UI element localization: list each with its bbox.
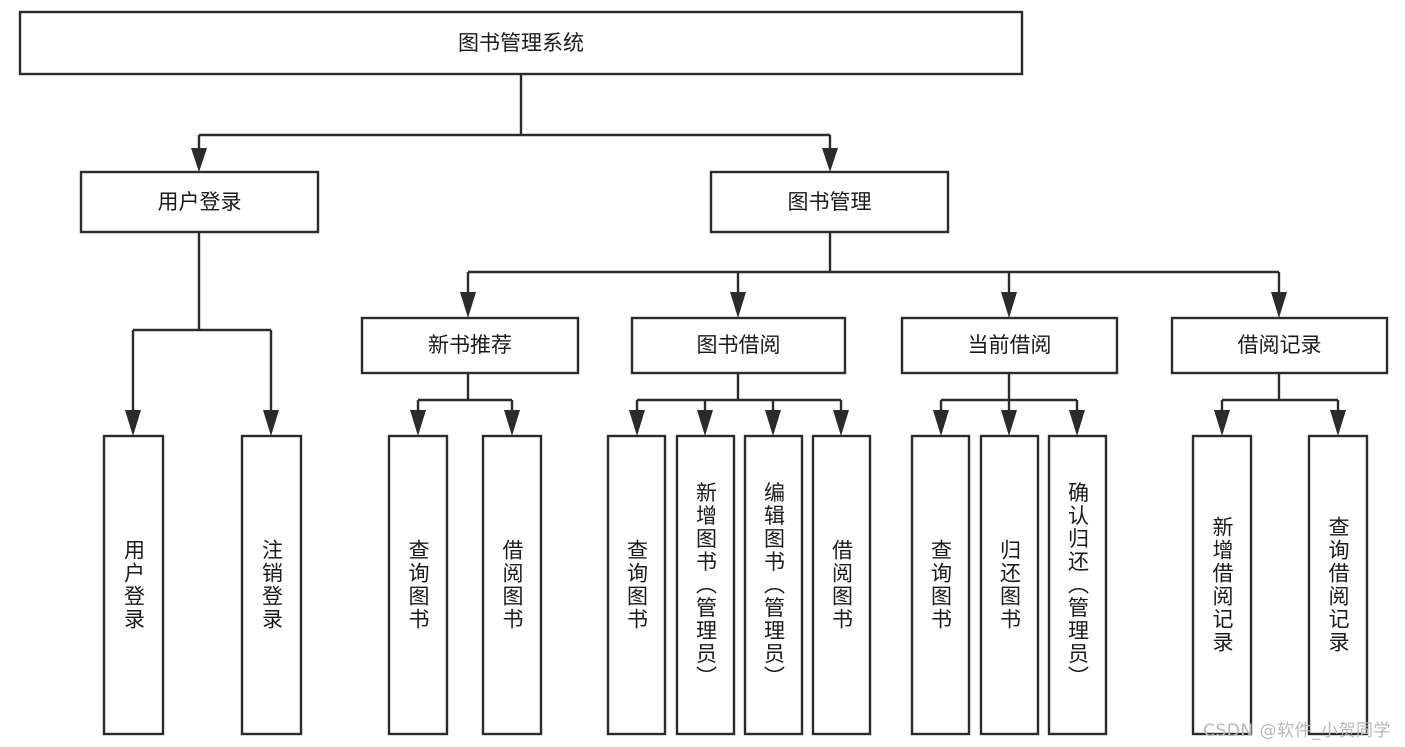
connector-group-new-book-leaves — [410, 373, 520, 436]
arrow-head-leaf-bb-edit — [765, 410, 781, 436]
leaf-node-br-query-record[interactable]: 查询借阅记录 — [1307, 434, 1369, 736]
arrow-head-leaf-cb-confirm — [1069, 410, 1085, 436]
node-book-management[interactable]: 图书管理 — [709, 170, 950, 234]
leaf-nb-query-book-box[interactable] — [387, 434, 449, 736]
node-book-borrow[interactable]: 图书借阅 — [630, 316, 847, 375]
arrow-head-borrow-record — [1271, 292, 1287, 318]
arrow-head-current-borrow — [1001, 292, 1017, 318]
arrow-head-new-book-recommend — [460, 292, 476, 318]
arrow-head-leaf-user-login — [125, 410, 141, 436]
node-root-label: 图书管理系统 — [458, 31, 584, 55]
leaf-logout-label: 注销登录 — [260, 539, 284, 631]
leaf-br-query-record-label: 查询借阅记录 — [1326, 516, 1350, 654]
node-current-borrow[interactable]: 当前借阅 — [900, 316, 1119, 375]
node-borrow-record-label: 借阅记录 — [1238, 333, 1322, 357]
node-new-book-recommend-box[interactable] — [360, 316, 580, 375]
arrow-head-leaf-cb-return — [1001, 410, 1017, 436]
leaf-node-br-add-record[interactable]: 新增借阅记录 — [1191, 434, 1253, 736]
leaf-node-bb-edit-book[interactable]: 编辑图书（管理员） — [743, 434, 804, 736]
leaf-bb-query-book-label: 查询图书 — [625, 539, 649, 631]
arrow-head-book-borrow — [730, 292, 746, 318]
leaf-bb-query-book-box[interactable] — [606, 434, 667, 736]
leaf-br-add-record-label: 新增借阅记录 — [1210, 516, 1234, 654]
leaf-bb-borrow-book-box[interactable] — [811, 434, 872, 736]
arrow-head-book-manage — [822, 148, 838, 172]
leaf-nb-borrow-book-label: 借阅图书 — [500, 539, 524, 631]
arrow-head-leaf-br-add — [1214, 410, 1230, 436]
node-new-book-recommend[interactable]: 新书推荐 — [360, 316, 580, 375]
node-root-book-management-system[interactable]: 图书管理系统 — [18, 10, 1024, 76]
arrow-head-leaf-nb-borrow — [504, 410, 520, 436]
node-root-box[interactable] — [18, 10, 1024, 76]
leaf-node-bb-query-book[interactable]: 查询图书 — [606, 434, 667, 736]
node-user-login[interactable]: 用户登录 — [79, 170, 320, 234]
leaf-br-query-record-box[interactable] — [1307, 434, 1369, 736]
node-book-management-label: 图书管理 — [788, 190, 872, 214]
node-borrow-record[interactable]: 借阅记录 — [1170, 316, 1389, 375]
arrow-head-leaf-nb-query — [410, 410, 426, 436]
leaf-cb-query-book-box[interactable] — [910, 434, 971, 736]
node-user-login-label: 用户登录 — [158, 190, 242, 214]
leaf-node-cb-return-book[interactable]: 归还图书 — [979, 434, 1040, 736]
node-book-borrow-label: 图书借阅 — [697, 333, 781, 357]
leaf-bb-edit-book-label: 编辑图书（管理员） — [762, 482, 786, 689]
leaf-node-cb-query-book[interactable]: 查询图书 — [910, 434, 971, 736]
node-current-borrow-box[interactable] — [900, 316, 1119, 375]
arrow-head-leaf-bb-query — [629, 410, 645, 436]
leaf-node-logout[interactable]: 注销登录 — [240, 434, 303, 736]
leaf-node-nb-borrow-book[interactable]: 借阅图书 — [481, 434, 543, 736]
arrow-head-user-login — [191, 148, 207, 172]
leaf-cb-confirm-return-box[interactable] — [1047, 434, 1108, 736]
leaf-cb-return-book-label: 归还图书 — [998, 539, 1022, 631]
leaf-node-user-login[interactable]: 用户登录 — [102, 434, 165, 736]
leaf-nb-borrow-book-box[interactable] — [481, 434, 543, 736]
node-book-management-box[interactable] — [709, 170, 950, 234]
leaf-nb-query-book-label: 查询图书 — [406, 539, 430, 631]
node-user-login-box[interactable] — [79, 170, 320, 234]
leaf-bb-add-book-label: 新增图书（管理员） — [694, 482, 718, 689]
leaf-node-cb-confirm-return[interactable]: 确认归还（管理员） — [1047, 434, 1108, 736]
arrow-head-leaf-bb-borrow — [833, 410, 849, 436]
arrow-head-leaf-bb-add — [697, 410, 713, 436]
leaf-bb-add-book-box[interactable] — [675, 434, 736, 736]
leaf-br-add-record-box[interactable] — [1191, 434, 1253, 736]
leaf-node-bb-add-book[interactable]: 新增图书（管理员） — [675, 434, 736, 736]
leaf-bb-borrow-book-label: 借阅图书 — [830, 539, 854, 631]
node-book-borrow-box[interactable] — [630, 316, 847, 375]
leaf-user-login-label: 用户登录 — [122, 539, 146, 631]
arrow-head-leaf-br-query — [1330, 410, 1346, 436]
leaf-logout-box[interactable] — [240, 434, 303, 736]
connector-group-borrow-record-leaves — [1214, 373, 1346, 436]
leaf-bb-edit-book-box[interactable] — [743, 434, 804, 736]
leaf-node-nb-query-book[interactable]: 查询图书 — [387, 434, 449, 736]
leaf-cb-query-book-label: 查询图书 — [929, 539, 953, 631]
connector-group-user-login-leaves — [125, 232, 279, 436]
arrow-head-leaf-logout — [263, 410, 279, 436]
arrow-head-leaf-cb-query — [933, 410, 949, 436]
node-current-borrow-label: 当前借阅 — [968, 333, 1052, 357]
connector-group-root-to-level2 — [191, 74, 838, 172]
node-new-book-recommend-label: 新书推荐 — [428, 333, 512, 357]
leaf-node-bb-borrow-book[interactable]: 借阅图书 — [811, 434, 872, 736]
connector-group-current-borrow-leaves — [933, 373, 1085, 436]
connector-group-book-manage-to-level3 — [460, 232, 1287, 318]
leaf-cb-return-book-box[interactable] — [979, 434, 1040, 736]
leaf-user-login-box[interactable] — [102, 434, 165, 736]
leaf-cb-confirm-return-label: 确认归还（管理员） — [1066, 482, 1090, 689]
connector-group-book-borrow-leaves — [629, 373, 849, 436]
node-borrow-record-box[interactable] — [1170, 316, 1389, 375]
